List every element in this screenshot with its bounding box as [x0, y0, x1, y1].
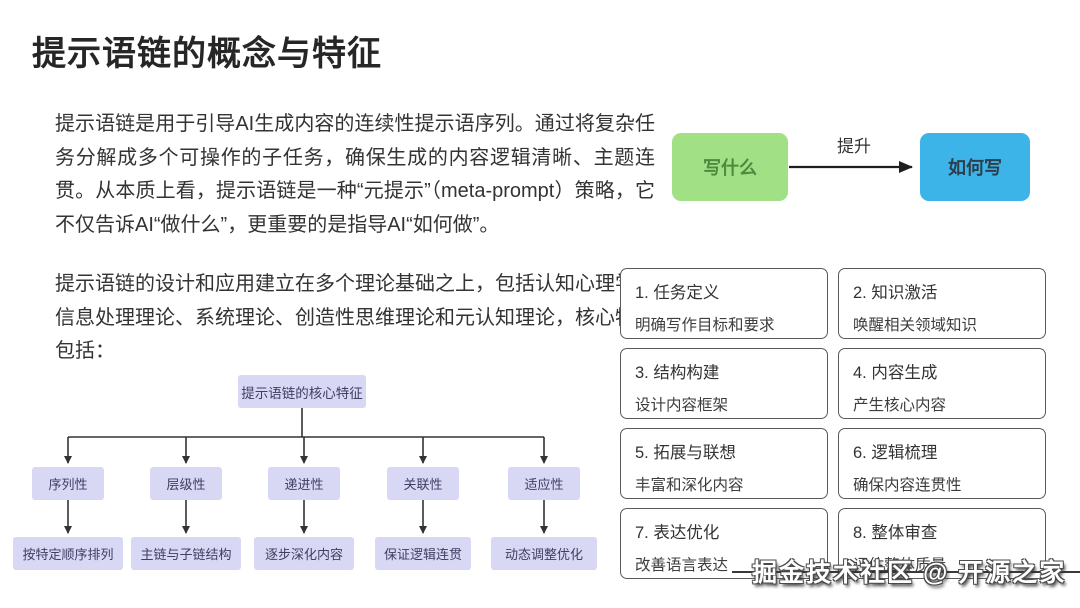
step-card-8: 8. 整体审查 评估整体质量	[838, 508, 1046, 579]
flow-target-box: 如何写	[920, 133, 1030, 201]
watermark: 掘金技术社区 @ 开源之家	[752, 559, 1067, 587]
step-card-1: 1. 任务定义 明确写作目标和要求	[620, 268, 828, 339]
step-title: 5. 拓展与联想	[635, 444, 736, 462]
tree-feature-node: 层级性	[150, 467, 222, 500]
step-desc: 确保内容连贯性	[853, 477, 962, 494]
step-card-6: 6. 逻辑梳理 确保内容连贯性	[838, 428, 1046, 499]
step-card-2: 2. 知识激活 唤醒相关领域知识	[838, 268, 1046, 339]
flow-arrow-label: 提升	[837, 137, 871, 156]
step-desc: 评估整体质量	[853, 557, 947, 574]
step-desc: 产生核心内容	[853, 397, 947, 414]
tree-feature-node: 递进性	[268, 467, 340, 500]
step-title: 7. 表达优化	[635, 524, 720, 542]
step-card-4: 4. 内容生成 产生核心内容	[838, 348, 1046, 419]
tree-root-node: 提示语链的核心特征	[238, 375, 366, 408]
tree-leaf-node: 按特定顺序排列	[13, 537, 123, 570]
step-card-7: 7. 表达优化 改善语言表达	[620, 508, 828, 579]
step-desc: 改善语言表达	[635, 557, 729, 574]
tree-leaf-node: 主链与子链结构	[131, 537, 241, 570]
step-title: 6. 逻辑梳理	[853, 444, 938, 462]
tree-leaf-node: 保证逻辑连贯	[375, 537, 471, 570]
step-title: 8. 整体审查	[853, 524, 938, 542]
tree-feature-node: 适应性	[508, 467, 580, 500]
page-title: 提示语链的概念与特征	[32, 35, 382, 73]
tree-feature-node: 序列性	[32, 467, 104, 500]
step-desc: 唤醒相关领域知识	[853, 317, 978, 334]
step-title: 1. 任务定义	[635, 284, 720, 302]
intro-paragraph-1: 提示语链是用于引导AI生成内容的连续性提示语序列。通过将复杂任务分解成多个可操作…	[55, 113, 655, 236]
step-card-5: 5. 拓展与联想 丰富和深化内容	[620, 428, 828, 499]
step-desc: 设计内容框架	[635, 397, 729, 414]
tree-leaf-node: 逐步深化内容	[254, 537, 354, 570]
step-title: 4. 内容生成	[853, 364, 938, 382]
flow-source-box: 写什么	[672, 133, 788, 201]
flow-source-label: 写什么	[703, 158, 757, 178]
flow-target-label: 如何写	[948, 158, 1002, 178]
step-title: 2. 知识激活	[853, 284, 938, 302]
intro-paragraph-2: 提示语链的设计和应用建立在多个理论基础之上，包括认知心理学、信息处理理论、系统理…	[55, 273, 655, 362]
tree-feature-node: 关联性	[387, 467, 459, 500]
step-desc: 明确写作目标和要求	[635, 317, 775, 334]
watermark-line	[732, 571, 1080, 573]
step-title: 3. 结构构建	[635, 364, 720, 382]
tree-leaf-node: 动态调整优化	[491, 537, 597, 570]
step-card-3: 3. 结构构建 设计内容框架	[620, 348, 828, 419]
step-desc: 丰富和深化内容	[635, 477, 744, 494]
